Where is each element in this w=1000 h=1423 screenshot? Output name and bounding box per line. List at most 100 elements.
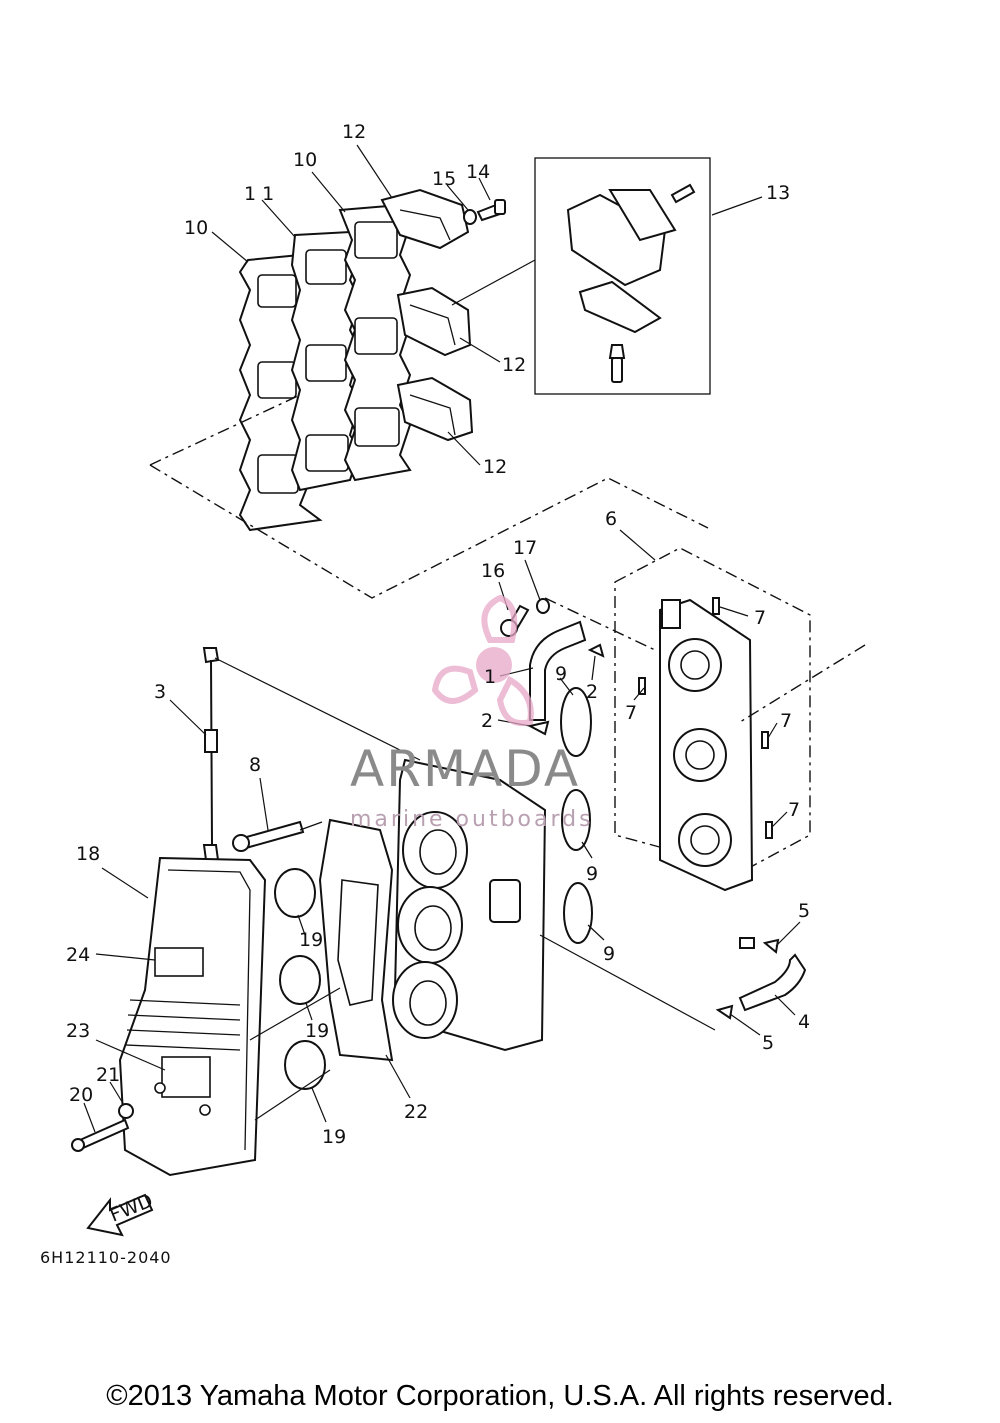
leader-17: [524, 559, 541, 601]
label-14: 14: [466, 161, 490, 183]
label-8: 8: [249, 754, 261, 776]
leader-19-middle: [305, 1002, 313, 1021]
leader-7-a: [719, 606, 749, 617]
gasket-9-top: [560, 687, 592, 757]
label-2-right: 2: [586, 681, 598, 703]
label-19-middle: 19: [305, 1020, 329, 1042]
reed-assembly-detail-box-13: [534, 157, 711, 395]
bolt-8: [232, 820, 305, 852]
leader-2-right: [591, 655, 596, 681]
o-ring-19-middle: [279, 955, 321, 1005]
label-2-left: 2: [481, 710, 493, 732]
leader-10-right: [311, 171, 346, 213]
leader-22: [385, 1054, 411, 1099]
leader-3: [169, 699, 207, 736]
forward-arrow-icon: FWD: [86, 1190, 156, 1237]
screw-14: [476, 199, 506, 222]
leader-14: [478, 177, 491, 201]
label-5-top: 5: [798, 900, 810, 922]
leader-assembly-bolt8: [299, 821, 323, 831]
leader-5-top: [775, 921, 801, 947]
label-1: 1: [484, 666, 496, 688]
gasket-10-right: [338, 203, 412, 482]
link-rod-3: [202, 647, 220, 861]
washer-21: [118, 1103, 134, 1119]
o-ring-19-top: [274, 868, 316, 918]
leader-7-c: [767, 722, 778, 739]
reed-valve-12-middle: [396, 286, 472, 357]
label-10-left: 10: [184, 217, 208, 239]
leader-18: [101, 867, 149, 899]
leader-12-middle: [459, 337, 501, 363]
leader-12-top: [356, 144, 393, 199]
label-24: 24: [66, 944, 90, 966]
leader-13: [711, 196, 763, 216]
leader-assembly-hose: [539, 934, 716, 1031]
label-4: 4: [798, 1011, 810, 1033]
label-22: 22: [404, 1101, 428, 1123]
assembly-frame-upper: [149, 394, 709, 599]
cylinder-block: [392, 758, 547, 1052]
label-21: 21: [96, 1064, 120, 1086]
leader-6: [619, 529, 656, 561]
copyright-notice: ©2013 Yamaha Motor Corporation, U.S.A. A…: [106, 1380, 894, 1412]
leader-7-d: [771, 811, 788, 828]
leader-9-bottom: [587, 924, 605, 941]
reed-valve-12-bottom: [396, 376, 474, 442]
leader-20: [83, 1102, 96, 1133]
label-12-bottom: 12: [483, 456, 507, 478]
fwd-label: FWD: [107, 1190, 156, 1227]
leader-12-bottom: [447, 431, 481, 466]
leader-4: [774, 994, 796, 1016]
label-5-bottom: 5: [762, 1032, 774, 1054]
label-7-c: 7: [780, 710, 792, 732]
assembly-frame-lower: [544, 597, 866, 723]
label-9-middle: 9: [586, 863, 598, 885]
leader-23: [95, 1039, 166, 1071]
label-12-middle: 12: [502, 354, 526, 376]
leader-9-top: [559, 677, 574, 696]
hose-clip-5: [715, 938, 780, 1020]
leader-5-bottom: [729, 1013, 761, 1036]
label-6: 6: [605, 508, 617, 530]
label-10-right: 10: [293, 149, 317, 171]
label-11: 1 1: [244, 183, 274, 205]
leader-assembly-rod: [214, 657, 421, 761]
leader-10-left: [211, 231, 249, 263]
washer-17: [536, 598, 550, 614]
leader-assembly-silencer: [249, 987, 341, 1121]
armada-watermark: ARMADA marine outboards: [350, 594, 594, 832]
reed-valve-12-top: [380, 188, 470, 250]
leader-8: [259, 777, 269, 831]
washer-15: [463, 209, 477, 225]
label-16: 16: [481, 560, 505, 582]
leader-24: [95, 953, 156, 961]
label-15: 15: [432, 168, 456, 190]
label-13: 13: [766, 182, 790, 204]
watermark-brand: ARMADA: [350, 740, 580, 798]
label-20: 20: [69, 1084, 93, 1106]
leader-9-middle: [581, 841, 593, 859]
leader-19-top: [297, 914, 306, 936]
fitting-5: [739, 937, 755, 949]
label-18: 18: [76, 843, 100, 865]
pin-7: [638, 597, 773, 839]
label-19-bottom: 19: [322, 1126, 346, 1148]
label-17: 17: [513, 537, 537, 559]
intake-manifold-6: [614, 547, 811, 892]
leader-13-detail: [451, 259, 536, 306]
watermark-subtitle: marine outboards: [350, 807, 594, 832]
label-7-a: 7: [754, 607, 766, 629]
o-ring-19-bottom: [284, 1040, 326, 1090]
label-9-bottom: 9: [603, 943, 615, 965]
label-9-top: 9: [555, 663, 567, 685]
label-19-top: 19: [299, 929, 323, 951]
hose-4: [738, 953, 807, 1012]
leader-7-b: [633, 687, 645, 701]
label-3: 3: [154, 681, 166, 703]
leader-21: [109, 1081, 125, 1106]
leader-19-bottom: [311, 1087, 327, 1123]
label-23: 23: [66, 1020, 90, 1042]
bolt-20: [71, 1118, 130, 1152]
